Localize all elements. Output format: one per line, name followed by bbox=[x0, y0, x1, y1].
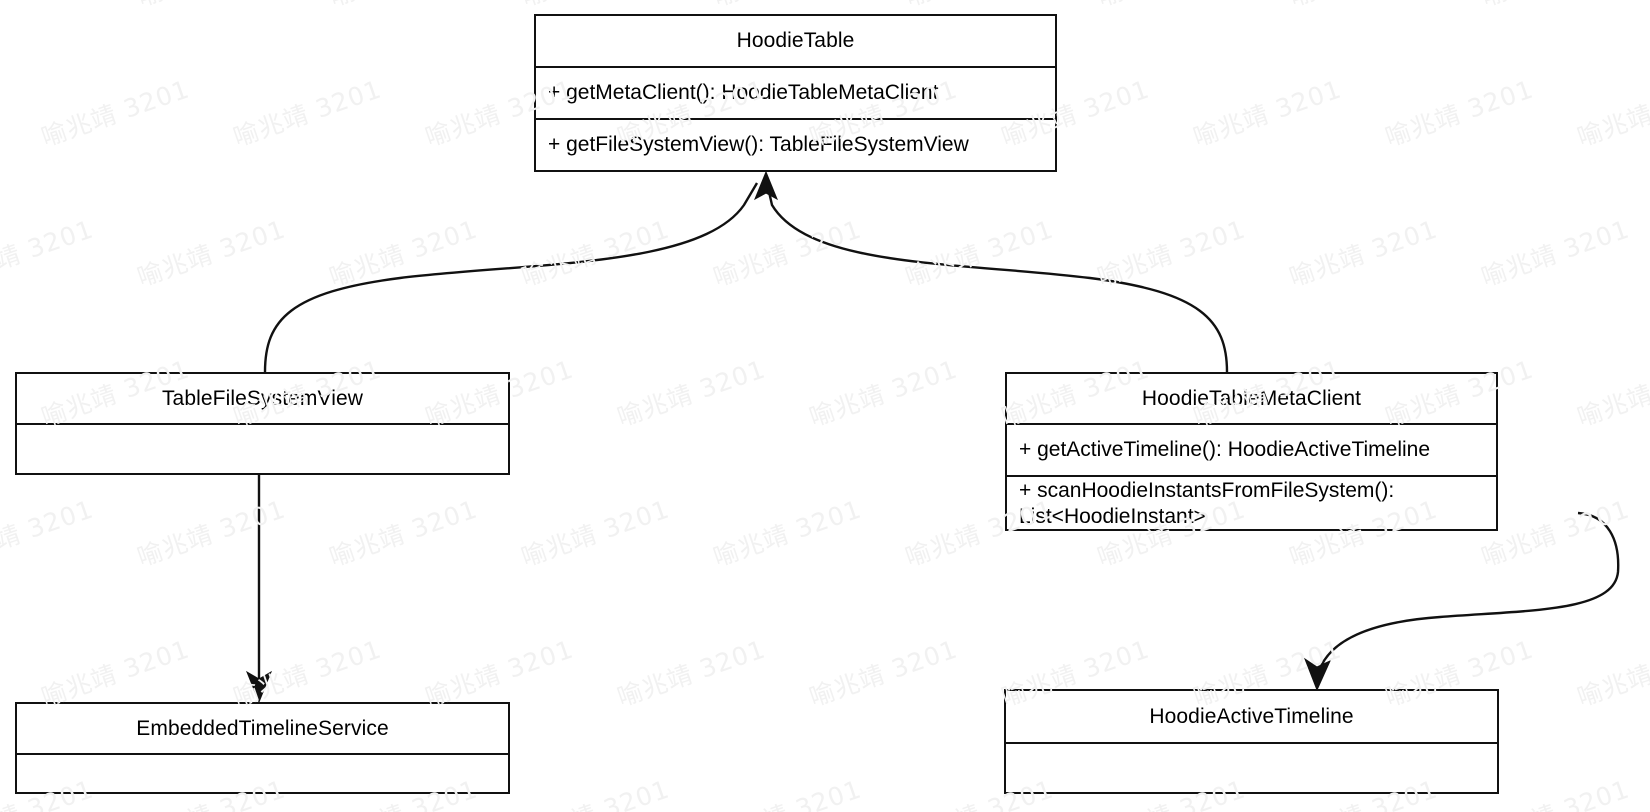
watermark-text: 喻兆靖 3201 bbox=[1092, 0, 1250, 14]
class-member: + getFileSystemView(): TableFileSystemVi… bbox=[536, 118, 1055, 170]
class-title-hoodie-active-timeline: HoodieActiveTimeline bbox=[1149, 704, 1354, 728]
class-box-hoodie-active-timeline[interactable]: HoodieActiveTimeline bbox=[1004, 689, 1499, 794]
class-member bbox=[17, 425, 508, 473]
class-member: + scanHoodieInstantsFromFileSystem(): Li… bbox=[1007, 475, 1496, 531]
class-box-table-file-system-view[interactable]: TableFileSystemView bbox=[15, 372, 510, 475]
watermark-text: 喻兆靖 3201 bbox=[1477, 214, 1634, 293]
class-members-hoodie-table-meta-client: + getActiveTimeline(): HoodieActiveTimel… bbox=[1007, 423, 1496, 529]
class-members-table-file-system-view bbox=[17, 423, 508, 473]
watermark-text: 喻兆靖 3201 bbox=[900, 0, 1058, 14]
watermark-text: 喻兆靖 3201 bbox=[901, 214, 1058, 293]
watermark-text: 喻兆靖 3201 bbox=[805, 354, 962, 433]
watermark-text: 喻兆靖 3201 bbox=[133, 494, 290, 573]
edge-tablefilesystemview-to-hoodietable bbox=[263, 182, 759, 373]
watermark-text: 喻兆靖 3201 bbox=[325, 494, 482, 573]
watermark-text: 喻兆靖 3201 bbox=[517, 214, 674, 293]
class-box-embedded-timeline-service[interactable]: EmbeddedTimelineService bbox=[15, 702, 510, 794]
watermark-text: 喻兆靖 3201 bbox=[517, 494, 674, 573]
watermark-text: 喻兆靖 3201 bbox=[709, 494, 866, 573]
watermark-text: 喻兆靖 3201 bbox=[708, 770, 866, 812]
watermark-text: 喻兆靖 3201 bbox=[324, 0, 482, 14]
watermark-text: 喻兆靖 3201 bbox=[0, 494, 98, 573]
watermark-text: 喻兆靖 3201 bbox=[1285, 214, 1442, 293]
watermark-text: 喻兆靖 3201 bbox=[0, 70, 2, 154]
edge-hoodietablemetaclient-to-hoodietable bbox=[765, 182, 1229, 373]
class-title-embedded-timeline-service: EmbeddedTimelineService bbox=[136, 716, 389, 740]
class-box-hoodie-table[interactable]: HoodieTable + getMetaClient(): HoodieTab… bbox=[534, 14, 1057, 172]
class-members-embedded-timeline-service bbox=[17, 753, 508, 792]
watermark-text: 喻兆靖 3201 bbox=[1284, 0, 1442, 14]
watermark-text: 喻兆靖 3201 bbox=[1477, 494, 1634, 573]
class-member bbox=[1006, 744, 1497, 792]
watermark-text: 喻兆靖 3201 bbox=[805, 634, 962, 713]
watermark-text: 喻兆靖 3201 bbox=[132, 0, 290, 14]
watermark-text: 喻兆靖 3201 bbox=[0, 350, 2, 434]
class-members-hoodie-table: + getMetaClient(): HoodieTableMetaClient… bbox=[536, 66, 1055, 170]
watermark-text: 喻兆靖 3201 bbox=[0, 0, 98, 14]
edge-hoodietablemetaclient-to-hoodieactivetimeline bbox=[1317, 511, 1620, 672]
class-title-hoodie-table: HoodieTable bbox=[736, 29, 855, 52]
watermark-text: 喻兆靖 3201 bbox=[1381, 74, 1538, 153]
watermark-text: 喻兆靖 3201 bbox=[0, 214, 98, 293]
watermark-text: 喻兆靖 3201 bbox=[1189, 74, 1346, 153]
watermark-text: 喻兆靖 3201 bbox=[37, 74, 194, 153]
arrowhead-hoodieactivetimeline bbox=[1303, 657, 1332, 692]
watermark-text: 喻兆靖 3201 bbox=[708, 0, 866, 14]
watermark-text: 喻兆靖 3201 bbox=[1093, 214, 1250, 293]
watermark-text: 喻兆靖 3201 bbox=[1476, 0, 1634, 14]
watermark-text: 喻兆靖 3201 bbox=[709, 214, 866, 293]
watermark-text: 喻兆靖 3201 bbox=[1573, 74, 1650, 153]
watermark-text: 喻兆靖 3201 bbox=[516, 0, 674, 14]
watermark-text: 喻兆靖 3201 bbox=[516, 770, 674, 812]
watermark-text: 喻兆靖 3201 bbox=[613, 634, 770, 713]
watermark-text: 喻兆靖 3201 bbox=[613, 354, 770, 433]
arrowhead-embeddedtimelineservice bbox=[245, 670, 273, 704]
arrowhead-hoodietable-left bbox=[754, 170, 778, 201]
watermark-text: 喻兆靖 3201 bbox=[325, 214, 482, 293]
class-member: + getMetaClient(): HoodieTableMetaClient bbox=[548, 81, 939, 105]
class-title-hoodie-table-meta-client: HoodieTableMetaClient bbox=[1141, 386, 1362, 410]
class-members-hoodie-active-timeline bbox=[1006, 742, 1497, 792]
class-title-table-file-system-view: TableFileSystemView bbox=[161, 386, 364, 410]
class-member bbox=[17, 755, 508, 792]
class-member: + getActiveTimeline(): HoodieActiveTimel… bbox=[1019, 438, 1431, 462]
class-box-hoodie-table-meta-client[interactable]: HoodieTableMetaClient + getActiveTimelin… bbox=[1005, 372, 1498, 531]
watermark-text: 喻兆靖 3201 bbox=[0, 630, 2, 714]
watermark-text: 喻兆靖 3201 bbox=[229, 74, 386, 153]
watermark-text: 喻兆靖 3201 bbox=[1573, 634, 1650, 713]
watermark-text: 喻兆靖 3201 bbox=[1573, 354, 1650, 433]
watermark-text: 喻兆靖 3201 bbox=[133, 214, 290, 293]
watermark-text: 喻兆靖 3201 bbox=[1476, 770, 1634, 812]
